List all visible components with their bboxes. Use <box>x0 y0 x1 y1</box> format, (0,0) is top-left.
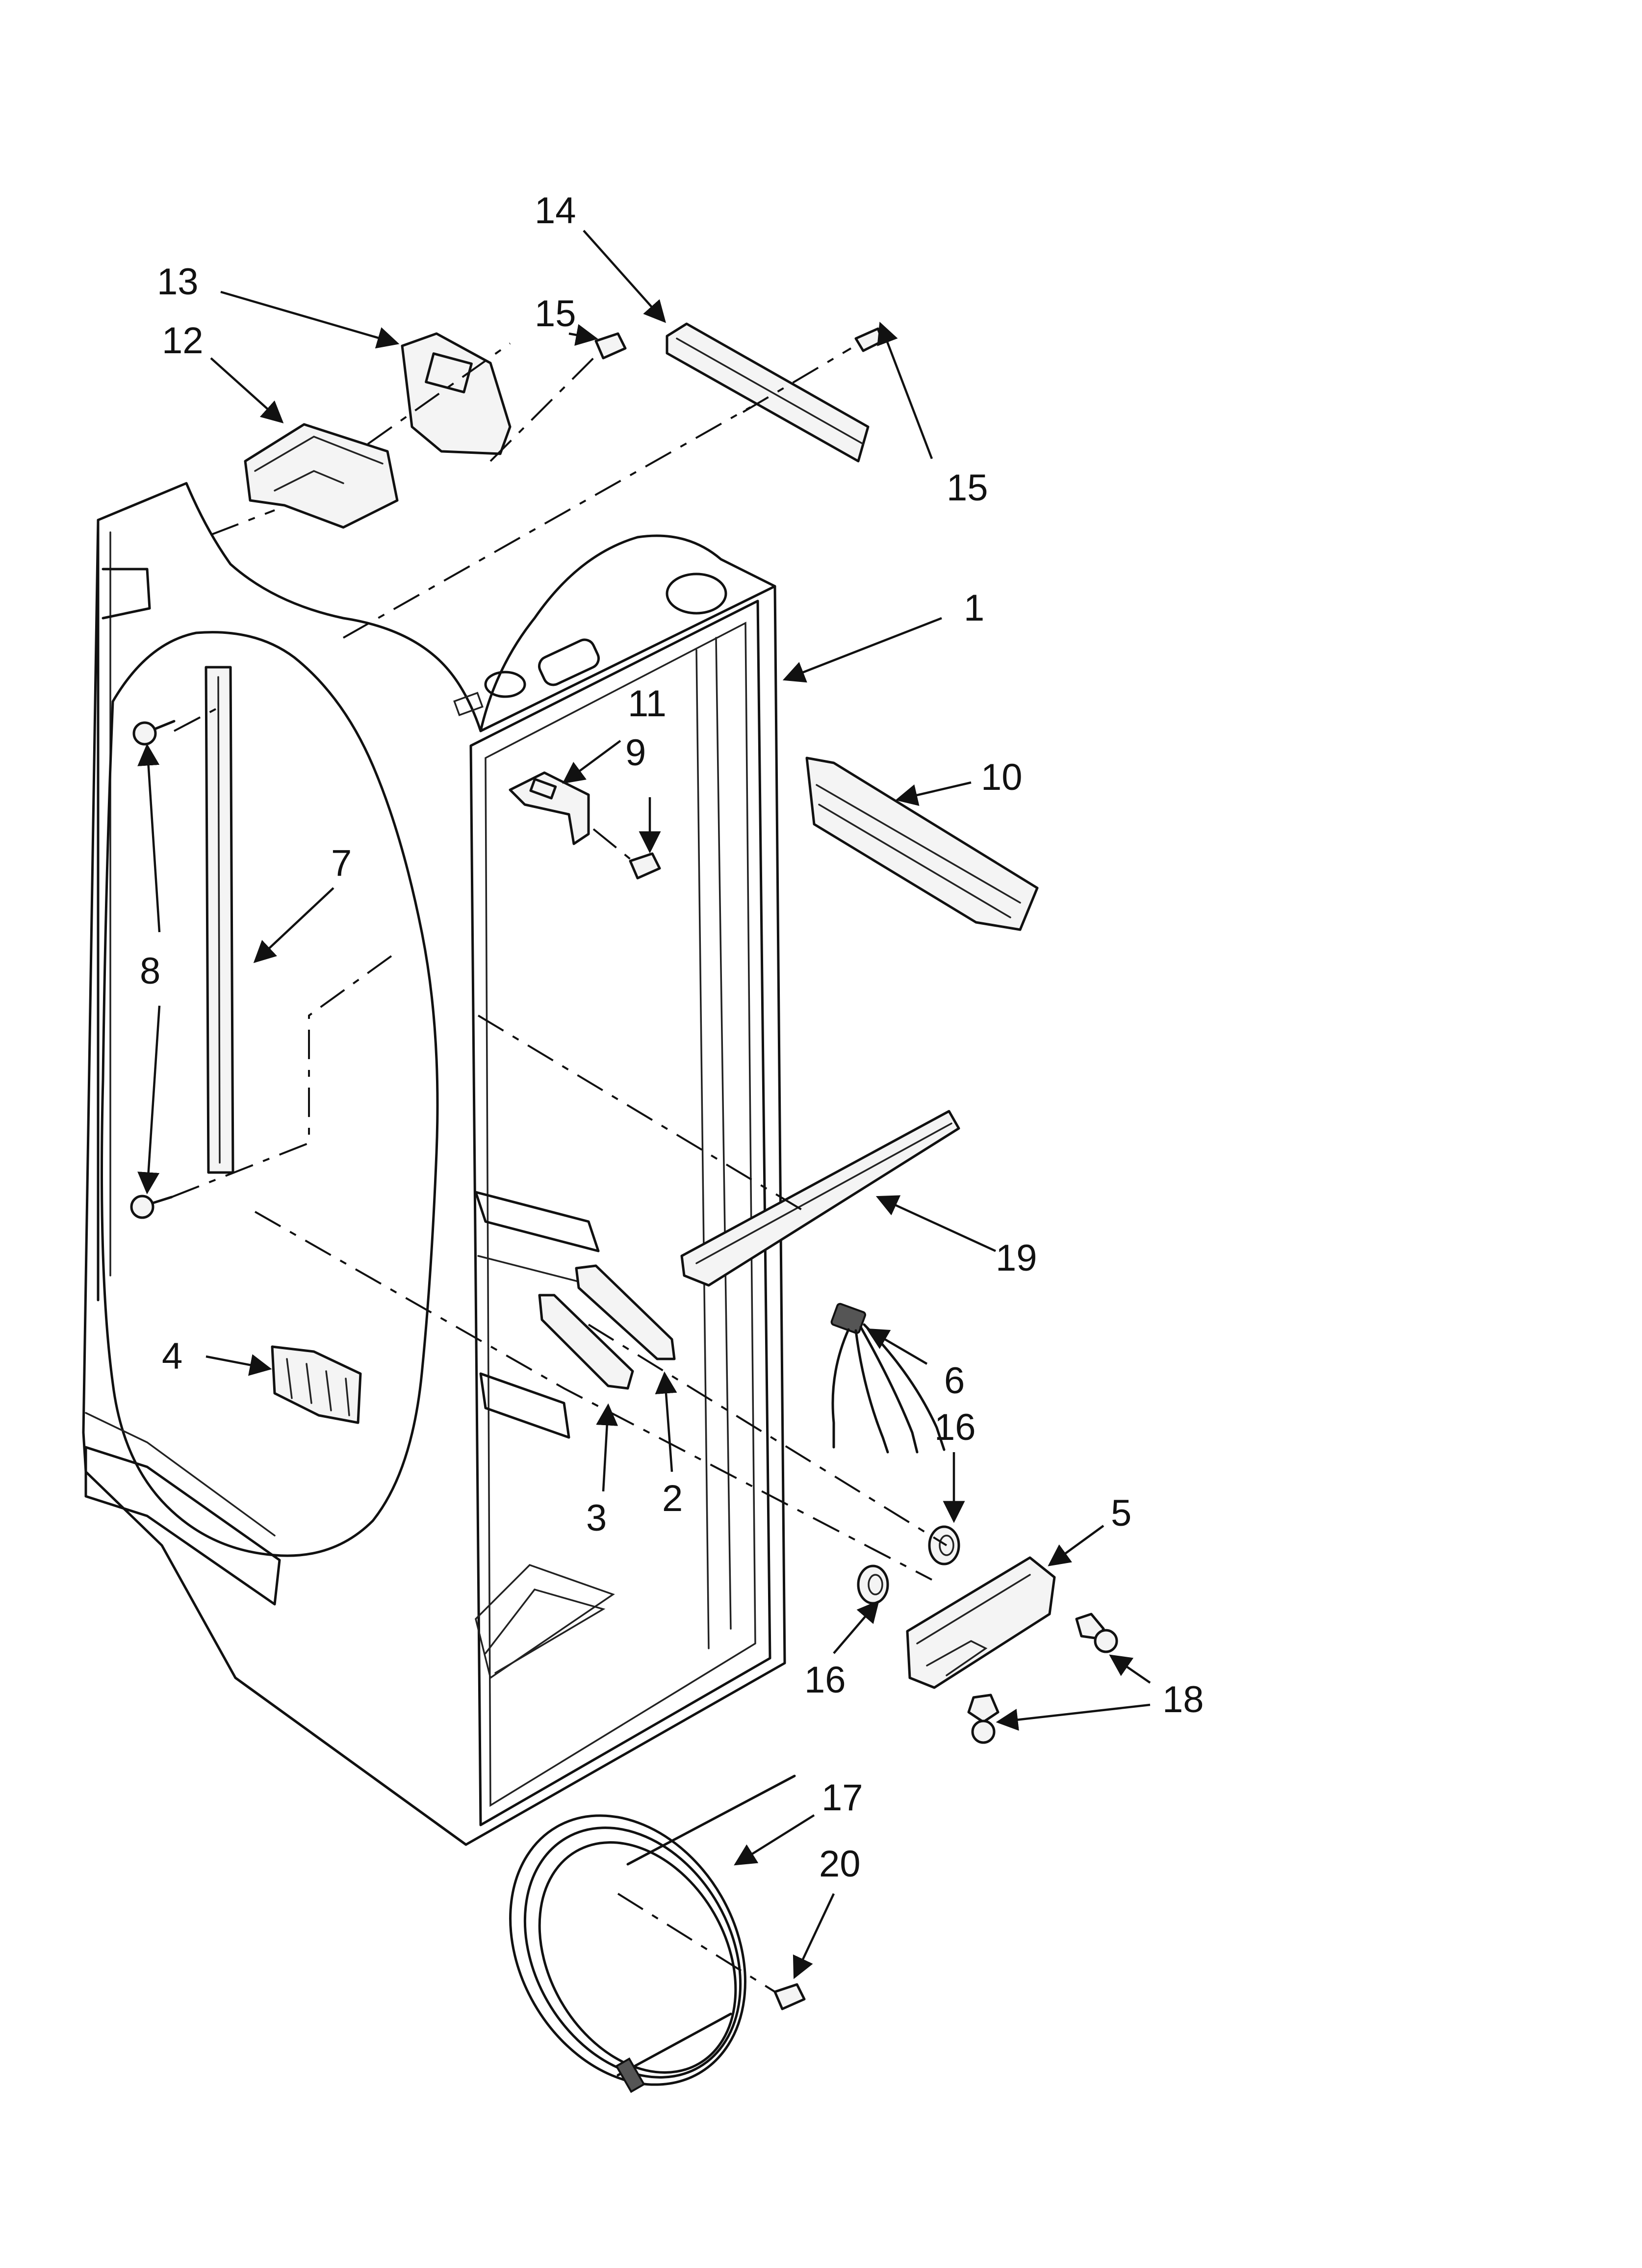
small-bracket <box>509 771 590 845</box>
assembly-lines <box>171 342 948 1993</box>
callout-16-lower: 16 <box>804 1659 846 1701</box>
callout-14: 14 <box>535 190 576 232</box>
bracket-screw <box>629 852 661 880</box>
housing-bracket <box>401 332 512 455</box>
top-trim-strip <box>666 322 870 463</box>
air-vent <box>271 1345 362 1424</box>
callout-11: 11 <box>628 683 667 725</box>
callout-5: 5 <box>1111 1492 1131 1534</box>
bracket-part-3 <box>538 1294 634 1390</box>
callout-20: 20 <box>819 1843 861 1885</box>
callout-18: 18 <box>1162 1679 1204 1721</box>
crisper-channel <box>805 756 1039 931</box>
callout-12: 12 <box>162 320 204 362</box>
callout-17: 17 <box>821 1777 863 1819</box>
shelf-rail <box>205 666 234 1174</box>
callout-7: 7 <box>331 842 352 884</box>
cabinet-liner <box>82 482 786 1846</box>
callout-15-right: 15 <box>947 467 988 509</box>
grommet-lower <box>857 1564 889 1605</box>
water-tubing-coil <box>509 1774 796 2093</box>
callout-1: 1 <box>964 587 984 629</box>
tubing-clip-screw <box>773 1983 806 2010</box>
cross-support-bar <box>680 1110 960 1287</box>
callout-2: 2 <box>662 1478 683 1519</box>
rail-screw-bottom <box>130 1195 173 1219</box>
push-pin-upper <box>1075 1613 1118 1653</box>
screw-upper-left <box>594 332 627 360</box>
push-pin-lower <box>967 1694 1000 1744</box>
wire-harness <box>830 1303 946 1454</box>
callout-16-upper: 16 <box>934 1407 976 1448</box>
bracket-part-2 <box>575 1264 676 1360</box>
control-housing <box>244 423 399 529</box>
leader-arrows <box>137 230 1151 1980</box>
callout-9: 9 <box>625 732 646 774</box>
screw-upper-right <box>854 327 884 352</box>
callout-13: 13 <box>157 261 199 303</box>
callout-19: 19 <box>996 1237 1037 1279</box>
callout-3: 3 <box>586 1497 607 1539</box>
callout-6: 6 <box>944 1360 965 1402</box>
rail-screw-top <box>132 720 176 746</box>
grommet-upper <box>928 1525 960 1565</box>
light-housing <box>906 1556 1056 1689</box>
callout-10: 10 <box>981 756 1023 798</box>
callout-8: 8 <box>140 950 160 992</box>
callout-4: 4 <box>162 1335 182 1377</box>
callout-15-top: 15 <box>535 293 576 335</box>
